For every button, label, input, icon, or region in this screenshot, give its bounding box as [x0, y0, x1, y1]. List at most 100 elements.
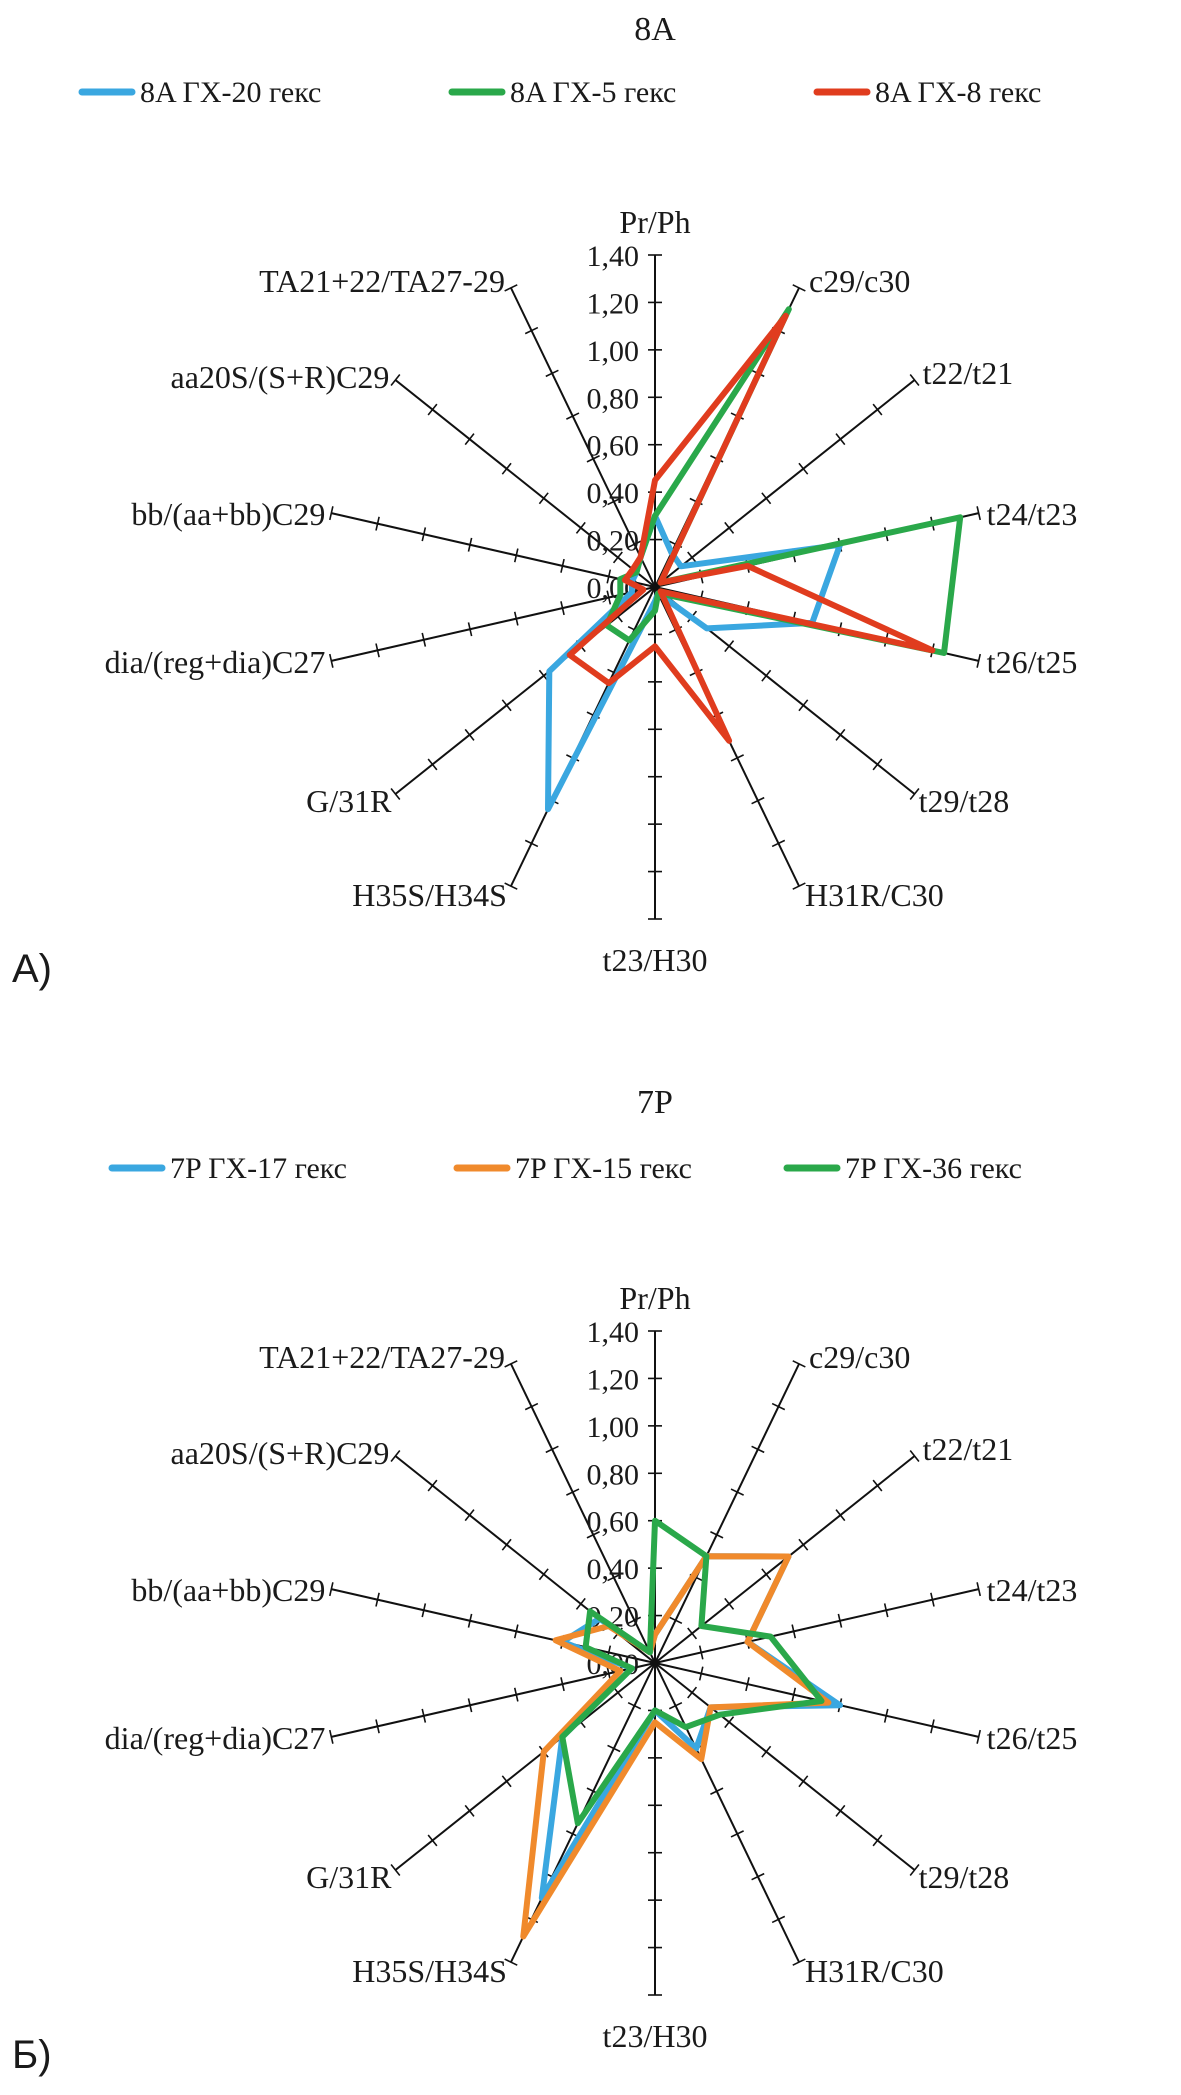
axis-tick — [771, 1915, 786, 1924]
axis-spoke — [654, 1363, 800, 1664]
axis-tick — [421, 1603, 427, 1618]
axis-tick — [545, 369, 559, 378]
legend-label: 8A ГХ-8 гекс — [875, 76, 1041, 109]
axis-label: dia/(reg+dia)C27 — [105, 1720, 326, 1756]
axis-spoke — [394, 379, 656, 588]
axis-label: G/31R — [306, 1859, 392, 1895]
axis-label: t22/t21 — [923, 1431, 1014, 1467]
axis-tick — [328, 506, 334, 521]
axis-tick — [566, 1488, 580, 1496]
axis-spoke — [331, 586, 656, 662]
axis-label: dia/(reg+dia)C27 — [105, 644, 326, 680]
axis-tick — [792, 882, 806, 890]
axis-tick — [524, 326, 539, 335]
axis-tick — [427, 1834, 438, 1847]
axis-tick — [761, 1745, 772, 1758]
axis-label: H35S/H34S — [352, 1953, 507, 1989]
axis-tick — [390, 374, 401, 386]
legend-label: 8A ГХ-5 гекс — [510, 76, 676, 109]
axis-tick — [375, 643, 380, 658]
axis-tick — [872, 1834, 883, 1847]
radial-tick-label: 1,20 — [587, 1363, 640, 1396]
axis-spoke — [654, 1588, 979, 1664]
axis-tick — [375, 516, 380, 531]
axis-tick — [421, 632, 427, 647]
axis-tick — [390, 1864, 401, 1876]
series-line — [603, 306, 964, 656]
axis-tick — [835, 1509, 846, 1522]
series-line — [566, 312, 936, 744]
axis-tick — [427, 403, 438, 416]
axis-tick — [791, 1624, 797, 1639]
radial-tick-label: 0,40 — [587, 477, 640, 510]
axis-tick — [761, 1568, 772, 1581]
series-line — [520, 1553, 832, 1940]
axis-tick — [724, 640, 735, 653]
axis-tick — [792, 284, 806, 292]
axis-tick — [607, 497, 621, 506]
chart-title: 8A — [634, 11, 676, 48]
axis-tick — [761, 669, 772, 682]
axis-tick — [835, 1804, 846, 1817]
axis-label: t23/H30 — [603, 942, 708, 978]
axis-spoke — [654, 1662, 916, 1871]
axis-tick — [798, 1538, 809, 1551]
radial-tick-label: 0,20 — [587, 525, 640, 558]
axis-tick — [745, 1677, 750, 1692]
axis-spoke — [654, 1662, 800, 1963]
axis-tick — [668, 1701, 683, 1710]
radial-tick-label: 0,60 — [587, 430, 640, 463]
axis-tick — [710, 1787, 724, 1795]
series-line — [559, 1517, 825, 1827]
axis-label: bb/(aa+bb)C29 — [131, 496, 325, 532]
panel-label: Б) — [12, 2033, 52, 2077]
axis-tick — [513, 611, 519, 626]
axis-spoke — [394, 1662, 656, 1871]
legend-label: 8A ГХ-20 гекс — [140, 76, 321, 109]
axis-label: Pr/Ph — [619, 204, 690, 240]
axis-tick — [835, 728, 846, 741]
axis-tick — [586, 1531, 600, 1539]
axis-tick — [504, 1360, 518, 1368]
panel-label: А) — [12, 947, 52, 991]
axis-tick — [687, 1686, 698, 1699]
radial-tick-label: 0,60 — [587, 1506, 640, 1539]
axis-tick — [375, 1592, 380, 1607]
axis-tick — [524, 1402, 539, 1411]
axis-label: t24/t23 — [987, 1572, 1078, 1608]
axis-tick — [872, 403, 883, 416]
axis-tick — [504, 882, 518, 890]
axis-tick — [467, 1698, 473, 1713]
axis-tick — [538, 1568, 549, 1581]
legend-label: 7P ГХ-17 гекс — [170, 1152, 347, 1185]
axis-spoke — [510, 287, 656, 588]
axis-tick — [761, 492, 772, 505]
axis-label: aa20S/(S+R)C29 — [170, 1435, 389, 1471]
axis-label: aa20S/(S+R)C29 — [170, 359, 389, 395]
radial-tick-label: 1,00 — [587, 335, 640, 368]
radial-tick-label: 1,40 — [587, 1316, 640, 1349]
axis-tick — [545, 1445, 559, 1454]
axis-tick — [724, 1716, 735, 1729]
axis-tick — [467, 622, 473, 637]
axis-tick — [798, 699, 809, 712]
axis-tick — [607, 1573, 621, 1582]
radial-tick-label: 1,20 — [587, 287, 640, 320]
axis-tick — [375, 1719, 380, 1734]
axis-tick — [930, 1719, 935, 1734]
axis-tick — [930, 1592, 935, 1607]
axis-tick — [909, 1450, 920, 1462]
axis-tick — [730, 1830, 744, 1838]
axis-tick — [560, 558, 565, 573]
axis-label: t29/t28 — [919, 1859, 1010, 1895]
axis-tick — [586, 455, 600, 463]
axis-tick — [501, 699, 512, 712]
axis-tick — [791, 1687, 797, 1702]
axis-tick — [328, 1582, 334, 1597]
axis-tick — [566, 412, 580, 420]
axis-tick — [464, 1804, 475, 1817]
axis-tick — [698, 1645, 704, 1660]
axis-spoke — [394, 586, 656, 795]
axis-label: t26/t25 — [987, 1720, 1078, 1756]
